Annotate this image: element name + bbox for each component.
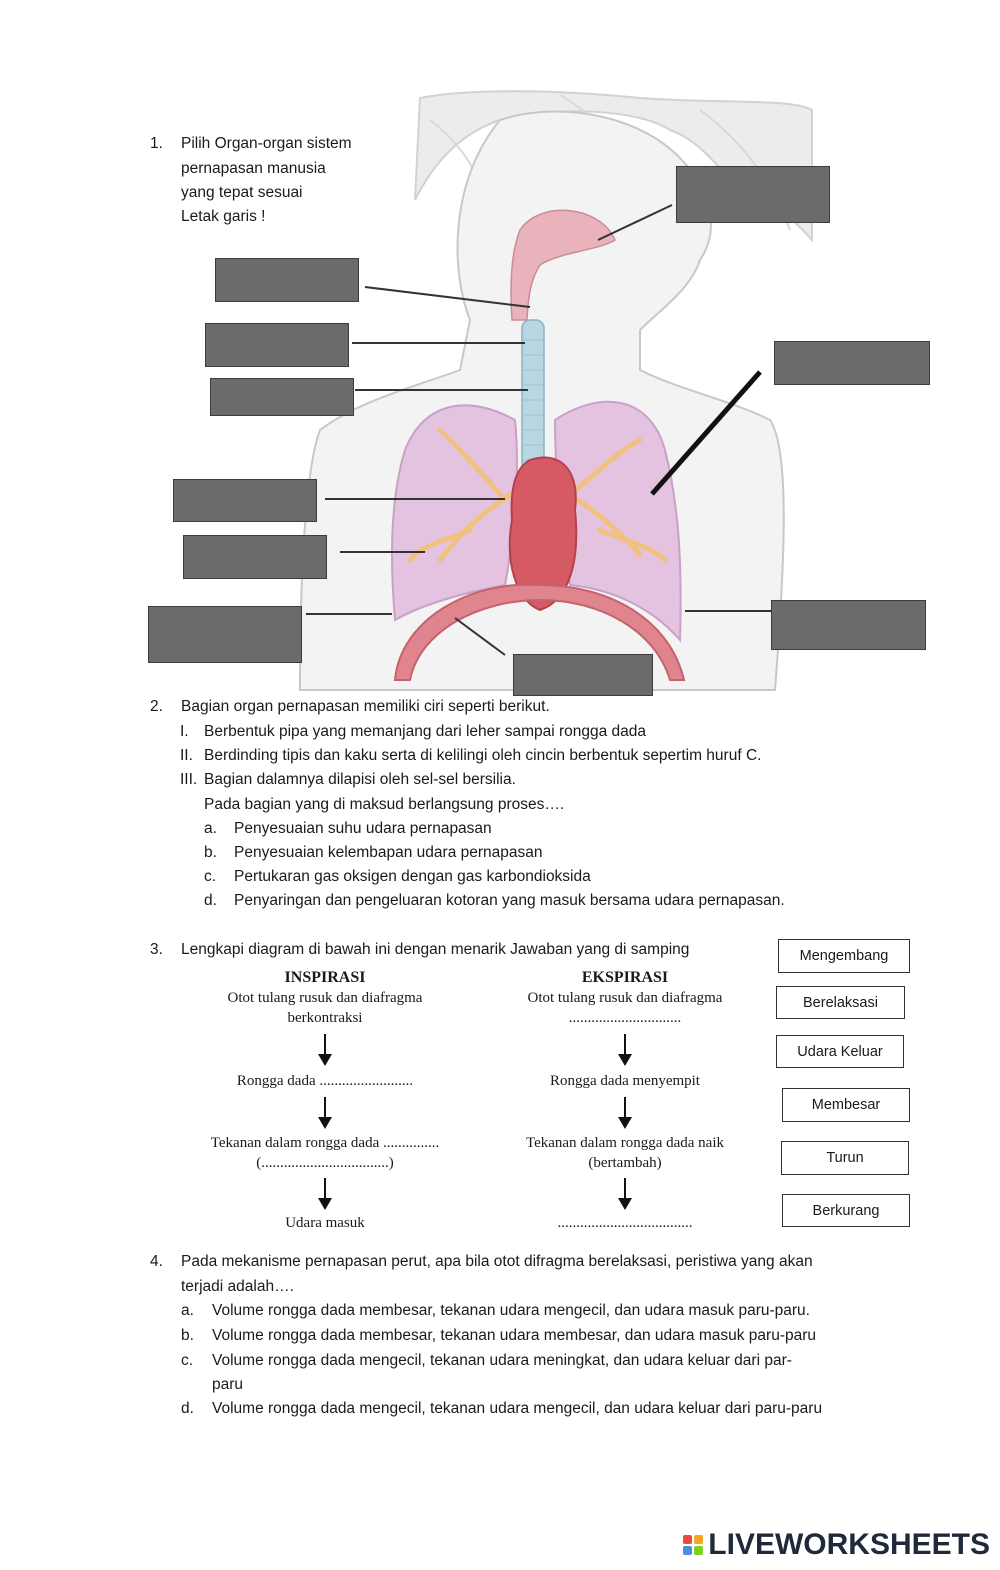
respiratory-system-illustration (298, 90, 813, 691)
option-letter: a. (181, 1302, 194, 1319)
option-text[interactable]: Volume rongga dada mengecil, tekanan uda… (212, 1400, 823, 1417)
ekspirasi-column: EKSPIRASI Otot tulang rusuk dan diafragm… (465, 968, 785, 1028)
label-drop-box[interactable] (173, 479, 317, 522)
ekspirasi-step-3: Tekanan dalam rongga dada naik (525, 1135, 725, 1151)
label-drop-box[interactable] (205, 323, 349, 367)
answer-choice-membesar[interactable]: Membesar (782, 1088, 910, 1122)
logo-square (683, 1546, 693, 1555)
inspirasi-step-4: Udara masuk (285, 1215, 365, 1231)
label-drop-box[interactable] (183, 535, 327, 579)
option-letter: c. (204, 868, 217, 885)
inspirasi-step-2: Rongga dada ......................... (236, 1073, 414, 1089)
logo-square (694, 1546, 704, 1555)
question-text-line: Letak garis ! (181, 208, 266, 225)
logo-wordmark: LIVEWORKSHEETS (708, 1528, 990, 1561)
arrow-down-icon (618, 1034, 632, 1066)
option-text[interactable]: Volume rongga dada membesar, tekanan uda… (212, 1302, 810, 1319)
question-text-line: yang tepat sesuai (181, 184, 303, 201)
question-text-line: Pada mekanisme pernapasan perut, apa bil… (181, 1253, 813, 1270)
option-text[interactable]: Pertukaran gas oksigen dengan gas karbon… (234, 868, 591, 885)
pointer-lines (306, 204, 772, 656)
option-text[interactable]: Volume rongga dada membesar, tekanan uda… (212, 1327, 817, 1344)
answer-choice-berkurang[interactable]: Berkurang (782, 1194, 910, 1227)
ekspirasi-title: EKSPIRASI (581, 969, 669, 986)
feature-text: Berbentuk pipa yang memanjang dari leher… (204, 723, 647, 740)
ekspirasi-step-3-cont: (bertambah) (588, 1155, 662, 1171)
question-intro: Bagian organ pernapasan memiliki ciri se… (181, 698, 550, 715)
logo-icon (683, 1535, 704, 1555)
option-text[interactable]: Penyaringan dan pengeluaran kotoran yang… (234, 892, 785, 909)
feature-text: Bagian dalamnya dilapisi oleh sel-sel be… (204, 771, 516, 788)
feature-number: II. (180, 747, 193, 764)
label-drop-box[interactable] (210, 378, 354, 416)
inspirasi-column: INSPIRASI Otot tulang rusuk dan diafragm… (170, 968, 480, 1028)
ekspirasi-step-4: .................................... (557, 1215, 693, 1231)
option-letter: d. (181, 1400, 194, 1417)
logo-square (694, 1535, 704, 1544)
answer-choice-udara-keluar[interactable]: Udara Keluar (776, 1035, 904, 1068)
question-text-line: pernapasan manusia (181, 160, 326, 177)
answer-choice-berelaksasi[interactable]: Berelaksasi (776, 986, 905, 1019)
answer-choice-mengembang[interactable]: Mengembang (778, 939, 910, 973)
label-drop-box[interactable] (513, 654, 653, 696)
ekspirasi-step-1: Otot tulang rusuk dan diafragma (527, 990, 723, 1006)
inspirasi-step-1-cont: berkontraksi (287, 1010, 363, 1026)
inspirasi-title: INSPIRASI (284, 969, 366, 986)
question-prompt: Pada bagian yang di maksud berlangsung p… (204, 796, 565, 813)
arrow-down-icon (618, 1178, 632, 1210)
arrow-down-icon (318, 1178, 332, 1210)
option-letter: b. (181, 1327, 194, 1344)
option-letter: c. (181, 1352, 194, 1369)
label-drop-box[interactable] (774, 341, 930, 385)
ekspirasi-step-2: Rongga dada menyempit (550, 1073, 700, 1089)
label-drop-box[interactable] (148, 606, 302, 663)
option-text-cont[interactable]: paru (212, 1376, 244, 1393)
option-text[interactable]: Penyesuaian suhu udara pernapasan (234, 820, 492, 837)
arrow-down-icon (318, 1034, 332, 1066)
question-text-line: terjadi adalah…. (181, 1278, 294, 1295)
ekspirasi-step-1-cont: .............................. (568, 1010, 682, 1026)
question-instruction: Lengkapi diagram di bawah ini dengan men… (181, 941, 690, 958)
arrow-down-icon (318, 1097, 332, 1129)
option-text[interactable]: Volume rongga dada mengecil, tekanan uda… (212, 1352, 792, 1369)
question-number: 4. (150, 1253, 163, 1270)
inspirasi-step-3: Tekanan dalam rongga dada ..............… (210, 1135, 440, 1151)
liveworksheets-logo: LIVEWORKSHEETS (683, 1528, 990, 1562)
diaphragm (393, 583, 686, 681)
label-drop-box[interactable] (676, 166, 830, 223)
inspirasi-step-3-cont: (..................................) (256, 1155, 394, 1171)
option-letter: a. (204, 820, 217, 837)
question-number: 2. (150, 698, 163, 715)
question-text-line: Pilih Organ-organ sistem (181, 135, 352, 152)
heart (508, 456, 578, 612)
bronchi-branches (407, 427, 668, 563)
feature-text: Berdinding tipis dan kaku serta di kelil… (204, 747, 762, 764)
logo-square (683, 1535, 693, 1544)
option-letter: d. (204, 892, 217, 909)
label-drop-box[interactable] (215, 258, 359, 302)
feature-number: III. (180, 771, 198, 788)
label-drop-box[interactable] (771, 600, 926, 650)
answer-choice-turun[interactable]: Turun (781, 1141, 909, 1175)
option-letter: b. (204, 844, 217, 861)
pointer-line-bold (650, 370, 762, 496)
question-number: 3. (150, 941, 163, 958)
question-number: 1. (150, 135, 163, 152)
feature-number: I. (180, 723, 189, 740)
option-text[interactable]: Penyesuaian kelembapan udara pernapasan (234, 844, 543, 861)
nasal-cavity (510, 209, 616, 321)
inspirasi-step-1: Otot tulang rusuk dan diafragma (227, 990, 423, 1006)
arrow-down-icon (618, 1097, 632, 1129)
